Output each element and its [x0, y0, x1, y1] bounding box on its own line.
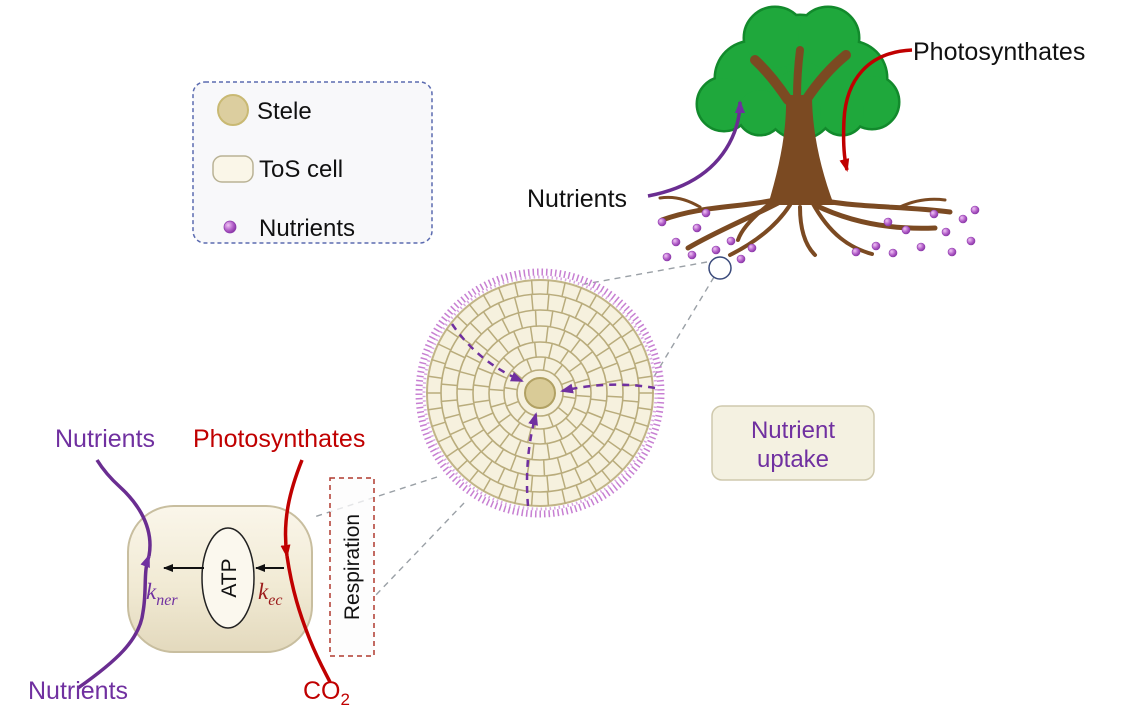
atp-ellipse [201, 527, 255, 629]
tos-cell-icon [212, 155, 254, 183]
cross-section-cell-walls [426, 279, 654, 507]
nutrient-uptake-line1: Nutrient [751, 417, 835, 444]
legend-item-nutrients: Nutrients [223, 215, 355, 242]
respiration-label: Respiration [341, 514, 364, 620]
tos-cell-detail: ATP kner kec Respiration Nutrients Photo… [28, 425, 375, 709]
nutrients-arrow [647, 100, 745, 198]
epidermis-dotted-ring [415, 268, 665, 518]
nutrient-uptake-box: Nutrient uptake [711, 405, 875, 481]
atp-label: ATP [218, 558, 241, 597]
legend-item-stele: Stele [217, 94, 312, 126]
nutrient-dot-icon [223, 220, 237, 234]
respiration-border [329, 477, 375, 657]
legend-border [192, 81, 433, 244]
cell-nutrients-bottom-label: Nutrients [28, 677, 128, 705]
legend-box: Stele ToS cell Nutrients [192, 81, 433, 244]
legend-item-tos-cell: ToS cell [212, 155, 343, 183]
respiration-box: Respiration [329, 477, 375, 657]
k-ec-base: k [258, 579, 269, 604]
k-ner-sub: ner [156, 592, 178, 609]
connector-line [651, 276, 715, 381]
photosynthate-flow-curve [280, 459, 332, 683]
stele-circle [524, 377, 556, 409]
legend-item-label: ToS cell [259, 156, 343, 183]
connector-line [562, 261, 708, 289]
epidermis-inner-ring [422, 275, 658, 511]
tree-illustration: Photosynthates Nutrients [527, 5, 1085, 280]
co2-subscript: 2 [341, 690, 350, 709]
legend-item-label: Stele [257, 98, 312, 125]
zoom-origin-circle [708, 256, 732, 280]
co2-base: CO [303, 677, 341, 705]
co2-label: CO2 [303, 677, 350, 709]
root-cross-section [415, 268, 665, 518]
k-ec-label: kec [258, 579, 282, 609]
tree-trunk [750, 46, 851, 205]
tree-photosynthates-label: Photosynthates [913, 38, 1085, 66]
cell-photosynthates-label: Photosynthates [193, 425, 365, 453]
cell-nutrients-top-label: Nutrients [55, 425, 155, 453]
stele-icon [217, 94, 249, 126]
nutrient-uptake-line2: uptake [757, 446, 829, 473]
legend-item-label: Nutrients [259, 215, 355, 242]
soil-nutrient-dots [657, 205, 980, 264]
k-ner-base: k [146, 579, 157, 604]
tree-nutrients-label: Nutrients [527, 185, 627, 213]
zoom-connector-lines [313, 261, 715, 598]
k-ec-sub: ec [268, 592, 282, 609]
photosynthates-arrow [839, 48, 913, 172]
nutrient-flow-curve [76, 459, 152, 690]
nutrient-uptake-border [711, 405, 875, 481]
k-ner-label: kner [146, 579, 178, 609]
radial-transport-arrows [450, 323, 656, 507]
